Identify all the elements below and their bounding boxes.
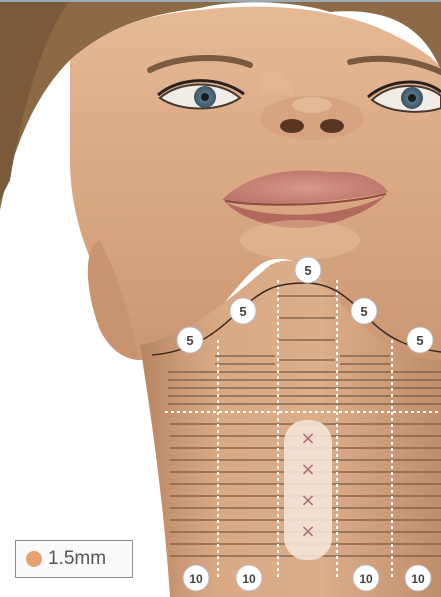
- bottom-badge: 10: [405, 565, 431, 591]
- legend-box: 1.5mm: [15, 540, 133, 578]
- bottom-badge: 10: [183, 565, 209, 591]
- x-marker: ×: [300, 428, 315, 449]
- svg-text:10: 10: [411, 572, 425, 586]
- svg-text:5: 5: [239, 304, 246, 319]
- svg-text:5: 5: [186, 333, 193, 348]
- bottom-badge: 10: [353, 565, 379, 591]
- legend-label: 1.5mm: [48, 548, 106, 570]
- svg-text:5: 5: [416, 333, 423, 348]
- x-marker: ×: [300, 459, 315, 480]
- chin-badge: 5: [230, 298, 256, 324]
- chin-badge: 5: [295, 257, 321, 283]
- svg-text:5: 5: [360, 304, 367, 319]
- x-marker: ×: [300, 490, 315, 511]
- svg-text:10: 10: [359, 572, 373, 586]
- svg-text:10: 10: [242, 572, 256, 586]
- chin-badge: 5: [177, 327, 203, 353]
- chin-highlight: [240, 220, 360, 260]
- chin-badge: 5: [351, 298, 377, 324]
- x-marker: ×: [300, 521, 315, 542]
- chin-badge: 5: [407, 327, 433, 353]
- svg-text:10: 10: [189, 572, 203, 586]
- bottom-badge: 10: [236, 565, 262, 591]
- svg-text:5: 5: [304, 263, 311, 278]
- legend-dot-icon: [26, 551, 42, 567]
